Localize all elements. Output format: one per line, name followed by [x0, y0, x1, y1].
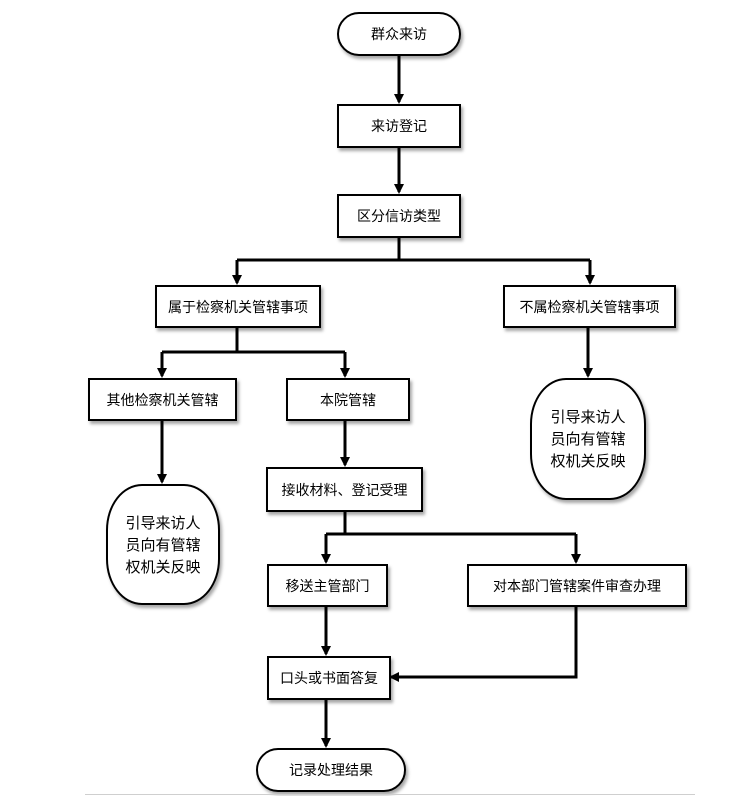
node-this-court: 本院管辖: [286, 378, 410, 421]
bottom-divider: [85, 794, 695, 795]
arrow-handle-reply: [389, 607, 578, 682]
node-within-jurisdiction: 属于检察机关管辖事项: [155, 285, 321, 328]
node-other-procuratorate: 其他检察机关管辖: [88, 378, 237, 421]
node-handle-cases: 对本部门管辖案件审查办理: [467, 564, 687, 607]
node-register: 来访登记: [337, 104, 461, 148]
node-transfer-department: 移送主管部门: [267, 564, 388, 607]
node-start: 群众来访: [337, 12, 461, 56]
node-outside-jurisdiction: 不属检察机关管辖事项: [503, 285, 676, 328]
node-end: 记录处理结果: [256, 748, 406, 792]
node-classify: 区分信访类型: [337, 194, 461, 238]
node-reply: 口头或书面答复: [267, 656, 391, 700]
node-guide-right: 引导来访人员向有管辖权机关反映: [530, 378, 646, 500]
node-receive-register: 接收材料、登记受理: [266, 467, 423, 512]
node-guide-left: 引导来访人员向有管辖权机关反映: [106, 484, 220, 605]
